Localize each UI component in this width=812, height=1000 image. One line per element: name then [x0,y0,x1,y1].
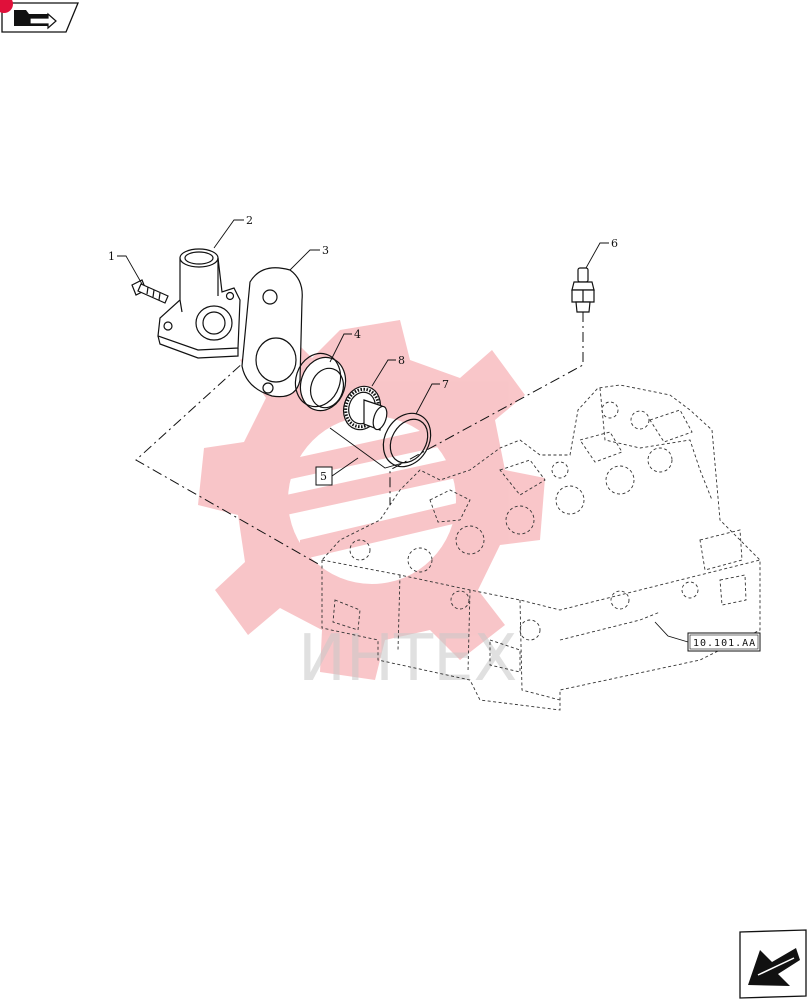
gasket-part[interactable] [241,267,303,398]
watermark-logo [198,320,545,680]
thermostat-part[interactable] [338,382,389,435]
bottom-nav-button[interactable] [739,929,807,999]
seal-ring-part[interactable] [289,348,353,417]
thermostat-housing-part[interactable] [157,248,241,359]
callout-label-1: 1 [108,250,115,263]
bolt-part[interactable] [131,279,169,304]
o-ring-part[interactable] [374,405,440,475]
callout-label-5: 5 [320,470,327,483]
watermark-text: ИНТЕХ [298,622,517,696]
callout-label-6: 6 [611,237,618,250]
callout-label-2: 2 [246,214,253,227]
callout-label-4: 4 [354,328,361,341]
callout-leaders [117,219,689,643]
cylinder-head-ghost [321,384,761,711]
callout-box-5[interactable]: 5 [315,466,333,486]
back-arrow-icon [748,948,800,986]
top-nav-button[interactable] [1,2,79,33]
folder-arrow-icon [14,10,57,30]
fitting-part[interactable] [571,267,595,313]
reference-label: 10.101.AA [693,638,756,649]
reference-link-box[interactable]: 10.101.AA [687,632,761,652]
callout-label-3: 3 [322,244,329,257]
assembly-bracket-5 [329,427,407,469]
callout-label-8: 8 [398,354,405,367]
nav-badge [0,0,13,13]
callout-label-7: 7 [442,378,449,391]
assembly-lines [135,312,584,566]
